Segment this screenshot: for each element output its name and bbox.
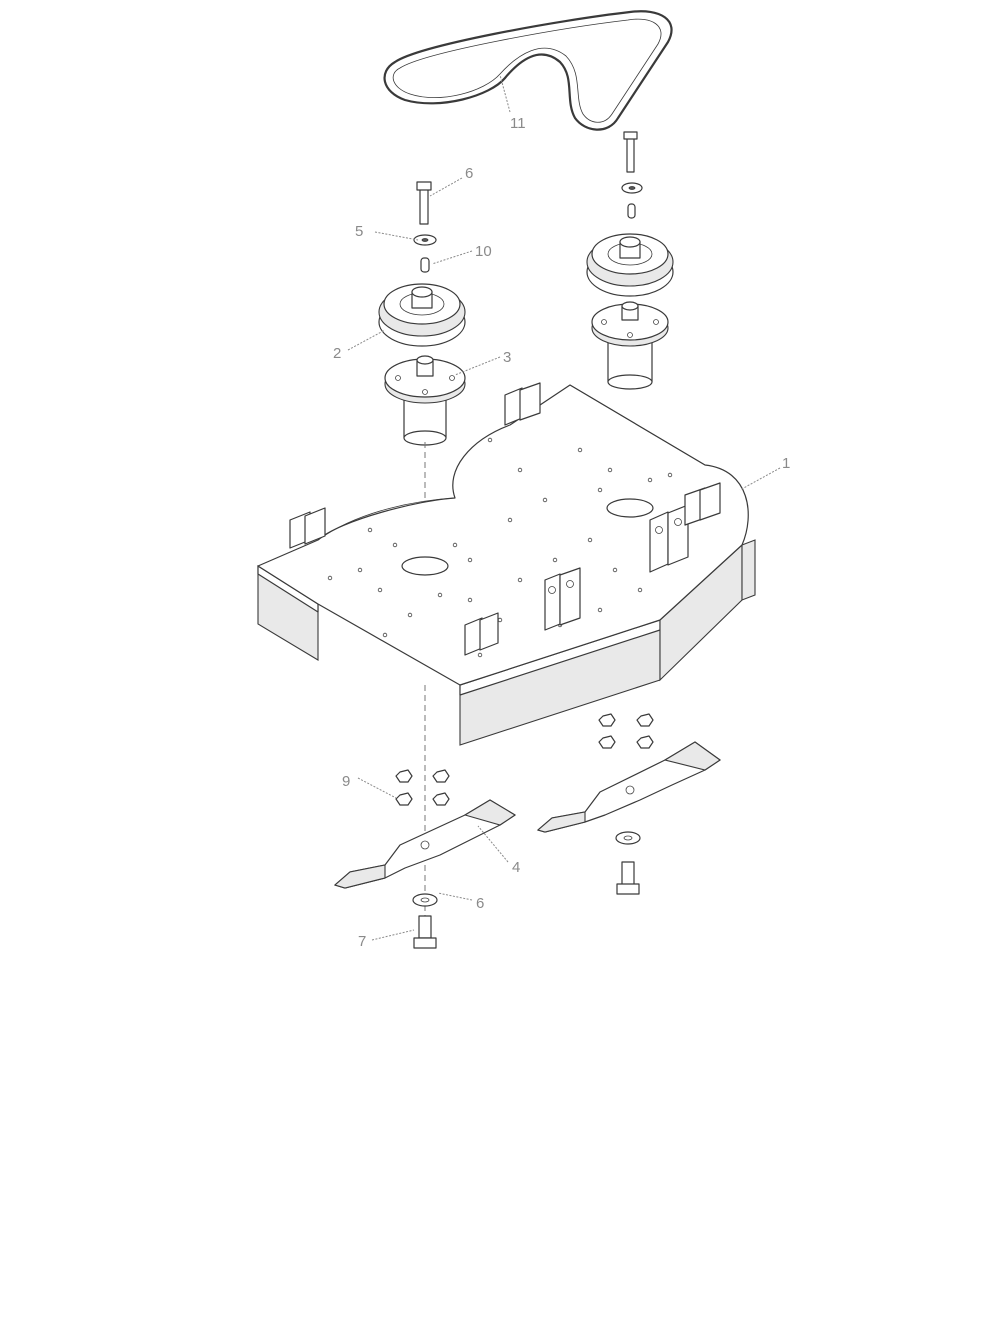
leader-lines (347, 74, 781, 941)
callout-9: 9 (342, 773, 350, 790)
callout-3: 3 (503, 349, 511, 366)
left-spindle-washer (413, 234, 437, 246)
left-blade-bolt (413, 915, 437, 949)
drive-belt (383, 10, 673, 131)
right-spindle-key (627, 203, 636, 219)
deck-brackets (289, 382, 721, 656)
mower-deck (257, 382, 756, 746)
callout-2: 2 (333, 345, 341, 362)
right-pulley (586, 233, 674, 297)
left-spindle-bolt (416, 181, 432, 225)
callout-11: 11 (510, 115, 526, 132)
right-nuts (598, 713, 654, 749)
callout-1: 1 (782, 455, 790, 472)
right-spindle-bolt (623, 131, 638, 173)
right-blade (536, 741, 721, 833)
right-blade-bolt (616, 861, 640, 895)
left-nuts (395, 769, 450, 806)
left-pulley (378, 283, 466, 347)
callout-5: 5 (355, 223, 363, 240)
left-blade-washer (412, 893, 438, 907)
left-spindle-key (420, 257, 430, 273)
left-spindle-housing (384, 355, 466, 446)
callout-labels: 11 6 5 10 2 3 1 9 4 6 7 (333, 115, 790, 950)
callout-10: 10 (475, 243, 492, 260)
callout-4: 4 (512, 859, 520, 876)
left-blade (333, 799, 517, 889)
callout-6-top: 6 (465, 165, 473, 182)
right-spindle-housing (591, 301, 669, 390)
callout-7: 7 (358, 933, 366, 950)
callout-6-bottom: 6 (476, 895, 484, 912)
right-spindle-washer (621, 182, 643, 194)
right-blade-washer (615, 831, 641, 845)
